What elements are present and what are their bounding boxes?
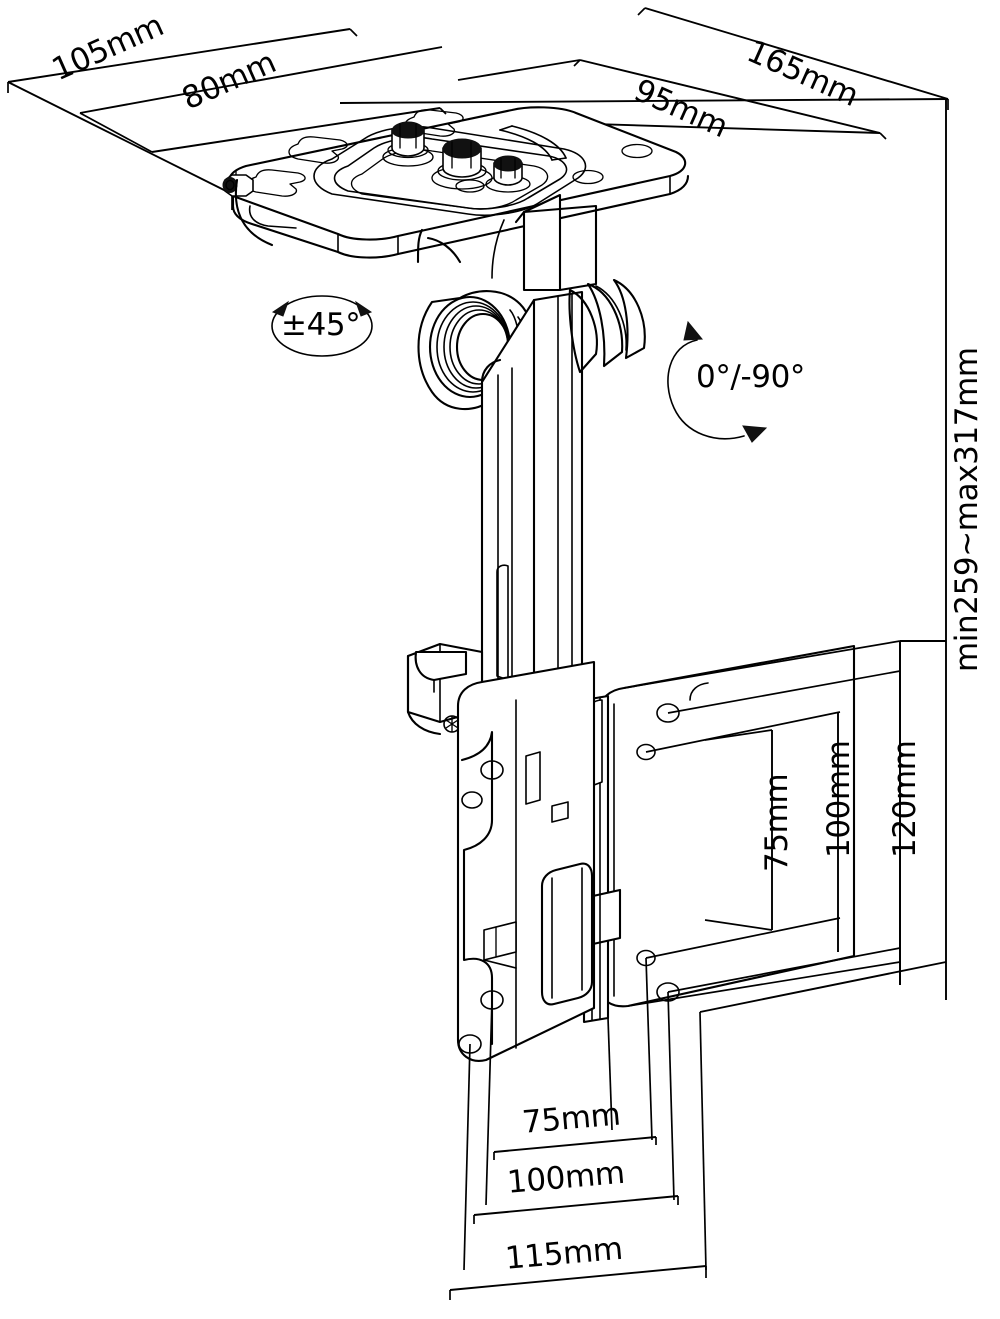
vesa-vertical-dimensions xyxy=(623,640,901,1007)
vesa-backplate xyxy=(598,644,856,1008)
upper-arm xyxy=(234,178,598,292)
bottom-horizontal-dimensions xyxy=(449,957,707,1300)
vesa-vertical-75-label: 75mm xyxy=(759,773,795,872)
tilt-annotation-icon xyxy=(271,295,373,357)
bracket-height-120-label: 120mm xyxy=(887,740,923,858)
vesa-vertical-100-label: 100mm xyxy=(821,740,857,858)
height-range-label: min259~max317mm xyxy=(949,347,985,672)
tilt-angle-label: ±45° xyxy=(281,307,361,343)
rotation-knuckle xyxy=(568,278,646,374)
rotation-annotation-icon xyxy=(667,320,768,443)
ceiling-mount-plate xyxy=(222,106,690,259)
hex-bolts xyxy=(382,121,531,193)
vesa-bracket xyxy=(456,660,596,1062)
top-dimension-lines xyxy=(7,7,949,195)
rotation-angle-label: 0°/-90° xyxy=(696,359,805,395)
vesa-horizontal-75-label: 75mm xyxy=(520,1096,622,1141)
